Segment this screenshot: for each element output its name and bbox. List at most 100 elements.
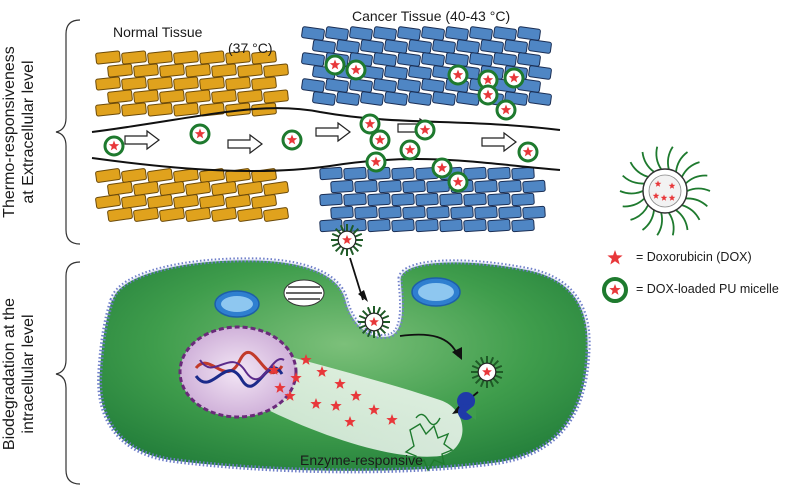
legend-micelle-icon [602,277,628,303]
tissue-cell [463,192,487,207]
drug-star [334,378,346,389]
tissue-cell [456,91,480,106]
label-intracellular-line1: Biodegradation at the [1,297,18,451]
tissue-cell [225,76,251,91]
legend-dox-label: = Doxorubicin (DOX) [636,250,752,264]
tissue-cell [354,205,378,220]
enzyme-responsive-caption: Enzyme-responsive [300,452,423,468]
tissue-cell [354,179,378,194]
tissue-cell [133,207,159,222]
tissue-cell [121,50,147,65]
tissue-cell [319,218,343,233]
tissue-cell [237,207,263,222]
tissue-cell [211,89,237,104]
tissue-cell [343,192,367,207]
tissue-cell [367,218,391,233]
label-extracellular: Thermo-responsiveness at Extracellular l… [0,37,40,227]
tissue-cell [319,192,343,207]
tissue-cell [493,52,517,67]
micelle [431,157,453,179]
micelle [447,171,469,193]
tissue-cell [463,218,487,233]
tissue-cell [199,194,225,209]
tissue-cell [147,194,173,209]
tissue-cell [263,63,289,78]
micelle [359,113,381,135]
tissue-cell [121,102,147,117]
tissue-cell [159,207,185,222]
tissue-cell [95,102,121,117]
degrading-micelle [404,413,454,472]
tissue-cell [391,166,415,181]
drug-star [274,382,286,393]
tissue-cell [391,218,415,233]
drug-star [290,372,302,383]
tissue-cell [402,205,426,220]
tissue-cell [173,76,199,91]
tissue-cell [391,192,415,207]
legend-micelle-large [619,146,711,236]
tissue-micelles [103,54,539,193]
tissue-cell [343,166,367,181]
tissue-cell [408,39,432,54]
micelle [324,54,346,76]
released-drug-stars [268,354,398,427]
tissue-cell [367,192,391,207]
tissue-cell [384,39,408,54]
tissue-cell [211,207,237,222]
micelle [399,139,421,161]
drug-star [268,364,280,375]
label-extracellular-line1: Thermo-responsiveness [1,46,18,218]
tissue-cell [517,52,541,67]
tissue-cell [445,52,469,67]
tissue-cell [487,218,511,233]
tissue-cell [360,91,384,106]
micelle [477,84,499,106]
tissue-cell [397,26,421,41]
tissue-cell [251,76,277,91]
tissue-cell [173,168,199,183]
flow-arrow [481,131,517,153]
tissue-cell [439,218,463,233]
spiky-micelle [331,224,363,256]
enzyme-icon [457,392,476,420]
tissue-cell [147,102,173,117]
tissue-cell [251,194,277,209]
tissue-cell [237,89,263,104]
bracket-bottom [55,261,81,485]
tissue-cell [402,179,426,194]
tissue-cell [528,91,552,106]
tissue-cell [456,39,480,54]
normal-tissue-bottom [95,168,289,222]
flow-arrows [124,117,517,155]
tissue-cell [325,26,349,41]
nucleus [178,325,298,419]
tissue-cell [384,65,408,80]
blood-vessel [91,107,561,173]
tissue-cell [107,63,133,78]
drug-star [284,390,296,401]
tissue-cell [159,63,185,78]
cancer-tissue-bottom [319,166,546,233]
tissue-cell [199,76,225,91]
tissue-cell [330,205,354,220]
tissue-cell [95,50,121,65]
tissue-cell [421,52,445,67]
tissue-cell [107,181,133,196]
tissue-cell [330,179,354,194]
tissue-cell [522,205,546,220]
drug-star [368,404,380,415]
drug-star [350,390,362,401]
tissue-cell [301,26,325,41]
tissue-cell [173,50,199,65]
tissue-cell [408,91,432,106]
tissue-cell [263,89,289,104]
tissue-cell [445,26,469,41]
tissue-cell [384,91,408,106]
tissue-cell [95,194,121,209]
tissue-cell [469,52,493,67]
tissue-cell [349,78,373,93]
tissue-cell [301,78,325,93]
tissue-cell [225,50,251,65]
tissue-cell [517,26,541,41]
